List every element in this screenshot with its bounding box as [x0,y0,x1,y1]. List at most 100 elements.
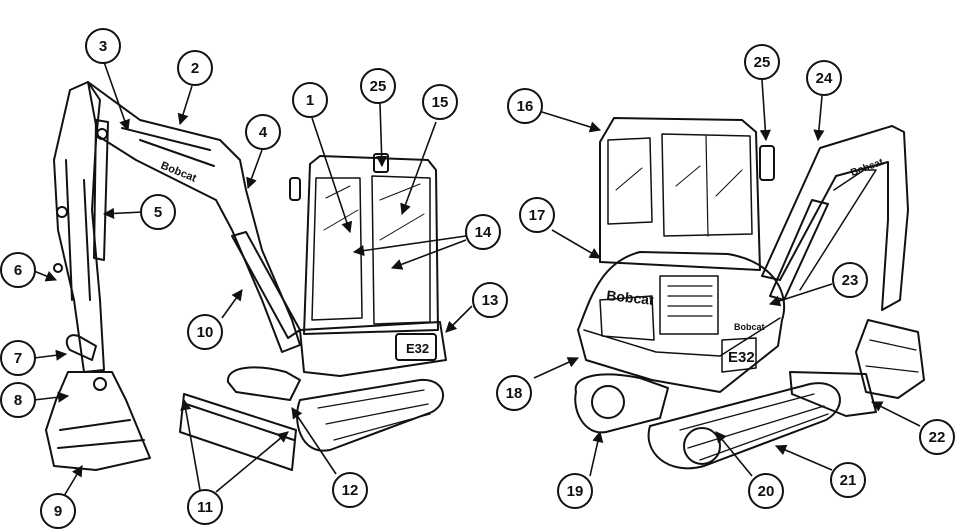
callout-25-left: 25 [360,68,396,104]
left-track-rear [296,378,444,452]
leader-7 [33,349,68,361]
leader-25a [376,103,388,168]
leader-18 [533,357,580,379]
right-boom-brand: Bobcat [849,157,885,179]
callouts: 1 2 3 4 5 6 7 8 9 10 11 12 13 14 15 16 1… [0,28,955,529]
left-cab [303,155,439,335]
left-mirror [289,177,301,201]
leader-22 [870,401,921,427]
svg-text:5: 5 [154,204,162,221]
leader-23 [768,283,833,307]
svg-text:6: 6 [14,262,22,279]
leader-24 [813,95,825,142]
leader-4 [246,149,263,190]
callout-21: 21 [830,462,866,498]
leader-8 [33,391,70,403]
right-excavator: Bobcat Bobcat E32 Bobcat [574,117,925,470]
leader-5 [102,207,143,220]
leader-20 [715,431,753,477]
callout-3: 3 [85,28,121,64]
svg-text:4: 4 [259,124,268,141]
callout-25-right: 25 [744,44,780,80]
svg-text:25: 25 [370,78,387,95]
svg-text:17: 17 [529,207,546,224]
svg-text:8: 8 [14,392,22,409]
callout-19: 19 [557,473,593,509]
callout-8: 8 [0,382,36,418]
leader-11b [215,431,289,493]
left-excavator: Bobcat E32 [45,81,447,471]
callout-10: 10 [187,314,223,350]
callout-1: 1 [292,82,328,118]
left-track-front [226,366,301,401]
left-arm [53,81,105,373]
svg-text:25: 25 [754,54,771,71]
svg-text:14: 14 [475,224,492,241]
callout-5: 5 [140,194,176,230]
svg-text:24: 24 [816,70,833,87]
svg-text:3: 3 [99,38,107,55]
leader-14a [352,235,467,257]
leader-1 [311,117,353,234]
right-dozer-blade [789,371,877,417]
callout-7: 7 [0,340,36,376]
right-track-right [647,382,841,470]
leader-15 [400,121,437,216]
callout-20: 20 [748,473,784,509]
callout-12: 12 [332,472,368,508]
right-track-left [574,373,669,434]
svg-text:12: 12 [342,482,359,499]
left-dozer-blade [179,393,297,471]
callout-4: 4 [245,114,281,150]
left-arm-cylinder [93,119,109,261]
right-mirror [759,145,775,181]
svg-text:10: 10 [197,324,214,341]
right-body [577,251,786,393]
callout-15: 15 [422,84,458,120]
leader-11a [180,398,201,491]
callout-24: 24 [806,60,842,96]
callout-18: 18 [496,375,532,411]
leader-6 [33,270,58,282]
callout-11: 11 [187,489,223,525]
leader-19 [589,430,604,477]
leader-12 [291,407,337,475]
svg-text:7: 7 [14,350,22,367]
leader-lines [33,61,921,497]
svg-text:22: 22 [929,429,946,446]
right-counterweight-brand: Bobcat [734,322,765,332]
right-model-label: E32 [728,349,755,366]
right-bucket [855,319,925,399]
left-body [299,321,447,377]
svg-text:21: 21 [840,472,857,489]
svg-text:1: 1 [306,92,314,109]
leader-2 [177,85,193,126]
svg-text:16: 16 [517,98,534,115]
callout-22: 22 [919,419,955,455]
svg-text:13: 13 [482,292,499,309]
leader-14b [390,239,467,270]
left-bucket [45,371,151,471]
svg-text:15: 15 [432,94,449,111]
leader-13 [445,305,473,333]
leader-10 [221,289,243,319]
leader-3 [103,61,130,132]
svg-text:9: 9 [54,503,62,520]
callout-16: 16 [507,88,543,124]
left-boom-cylinder [231,231,301,339]
svg-text:11: 11 [197,499,213,516]
callout-23: 23 [832,262,868,298]
right-body-brand: Bobcat [606,287,655,308]
svg-text:2: 2 [191,60,199,77]
callout-14: 14 [465,214,501,250]
callout-13: 13 [472,282,508,318]
svg-text:19: 19 [567,483,584,500]
callout-6: 6 [0,252,36,288]
callout-17: 17 [519,197,555,233]
leader-21 [774,444,833,471]
right-cab [599,117,761,271]
leader-17 [551,229,601,259]
callout-9: 9 [40,493,76,529]
svg-text:20: 20 [758,483,775,500]
